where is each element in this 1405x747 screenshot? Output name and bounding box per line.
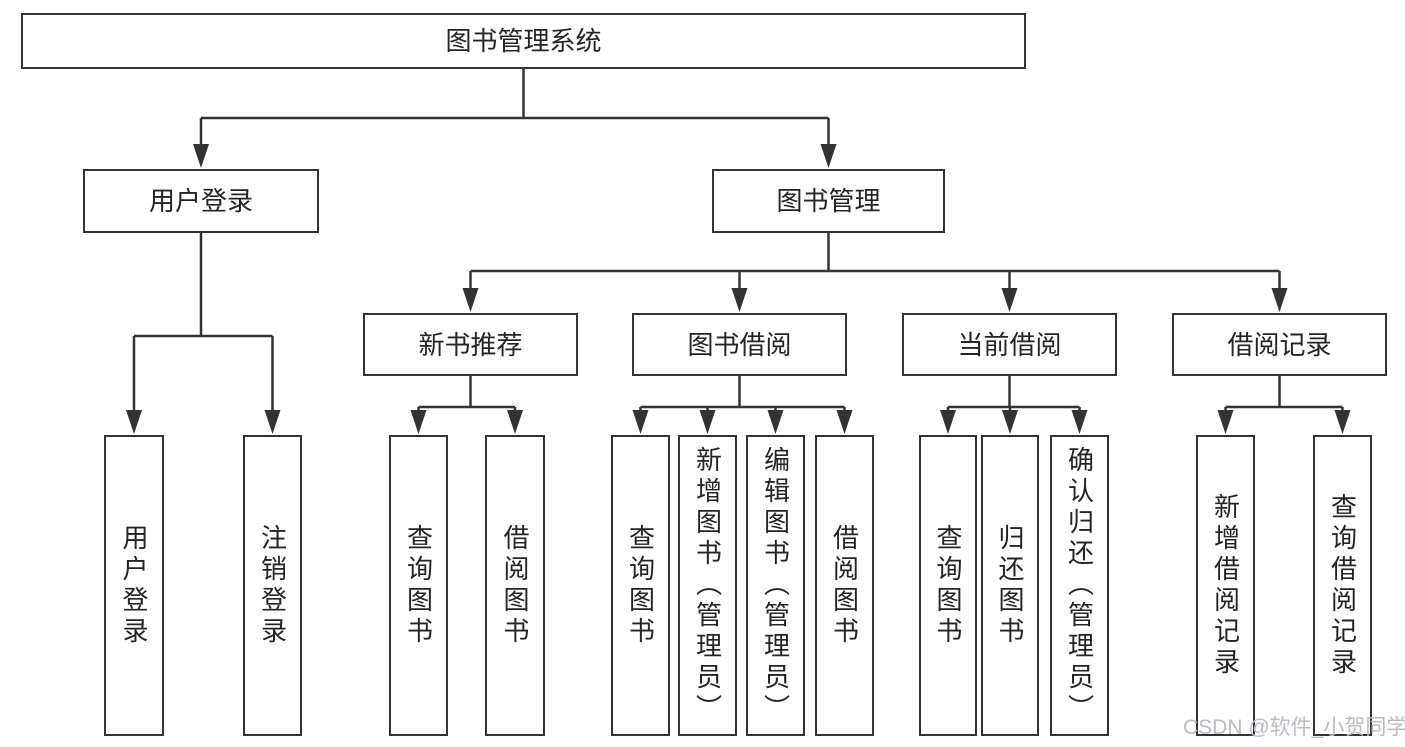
arrowhead: [731, 288, 748, 312]
leaf-label: 借阅图书: [500, 523, 530, 648]
arrowhead: [836, 410, 853, 434]
node-label: 新书推荐: [418, 329, 523, 360]
leaf-logout: 注销登录: [243, 435, 302, 736]
leaf-label: 归还图书: [995, 523, 1025, 648]
arrowhead: [632, 410, 649, 434]
node-label: 图书借阅: [687, 329, 792, 360]
node-label: 当前借阅: [957, 329, 1062, 360]
arrowhead: [940, 410, 956, 434]
leaf-label: 查询图书: [933, 523, 963, 648]
leaf-borrow-books-recommend: 借阅图书: [485, 435, 545, 736]
leaf-search-books-borrowing: 查询图书: [611, 435, 670, 736]
leaf-label: 注销登录: [257, 523, 288, 648]
leaf-label: 查询图书: [625, 523, 656, 648]
arrowhead: [767, 410, 784, 434]
arrowhead: [1002, 410, 1018, 434]
arrowhead: [1217, 410, 1234, 434]
node-label: 图书管理系统: [445, 26, 602, 56]
arrowhead: [699, 410, 716, 434]
arrowhead: [507, 410, 523, 434]
node-current-borrowing: 当前借阅: [902, 313, 1117, 376]
leaf-edit-books-admin: 编辑图书（管理员）: [746, 435, 805, 736]
leaf-label: 查询借阅记录: [1327, 492, 1358, 679]
leaf-label: 新增借阅记录: [1210, 492, 1241, 679]
leaf-borrow-books: 借阅图书: [815, 435, 874, 736]
arrowhead: [1001, 288, 1018, 312]
node-label: 图书管理: [776, 186, 881, 216]
node-new-book-recommendation: 新书推荐: [363, 313, 578, 376]
leaf-label: 确认归还（管理员）: [1064, 446, 1095, 725]
node-borrowing-records: 借阅记录: [1172, 313, 1387, 376]
leaf-return-books: 归还图书: [981, 435, 1039, 736]
leaf-search-borrow-record: 查询借阅记录: [1313, 435, 1372, 736]
leaf-label: 用户登录: [119, 523, 149, 648]
arrowhead: [1071, 410, 1088, 434]
leaf-search-books-current: 查询图书: [919, 435, 977, 736]
arrowhead: [410, 410, 427, 434]
leaf-confirm-return-admin: 确认归还（管理员）: [1050, 435, 1109, 736]
node-user-login: 用户登录: [83, 169, 319, 233]
arrowhead: [820, 144, 837, 168]
node-book-borrowing: 图书借阅: [632, 313, 847, 376]
arrowhead: [1334, 410, 1351, 434]
leaf-label: 新增图书（管理员）: [692, 446, 723, 725]
node-library-management-system: 图书管理系统: [21, 13, 1026, 69]
arrowhead: [264, 410, 281, 434]
leaf-label: 查询图书: [403, 523, 434, 648]
leaf-add-books-admin: 新增图书（管理员）: [678, 435, 737, 736]
arrowhead: [1271, 288, 1288, 312]
arrowhead: [462, 288, 479, 312]
leaf-label: 编辑图书（管理员）: [760, 446, 791, 725]
node-book-management: 图书管理: [712, 169, 945, 233]
arrowhead: [193, 144, 209, 168]
leaf-user-login: 用户登录: [104, 435, 164, 736]
arrowhead: [126, 410, 142, 434]
node-label: 用户登录: [148, 186, 253, 216]
node-label: 借阅记录: [1227, 329, 1332, 360]
leaf-label: 借阅图书: [829, 523, 860, 648]
leaf-search-books-recommend: 查询图书: [389, 435, 448, 736]
leaf-add-borrow-record: 新增借阅记录: [1196, 435, 1255, 736]
